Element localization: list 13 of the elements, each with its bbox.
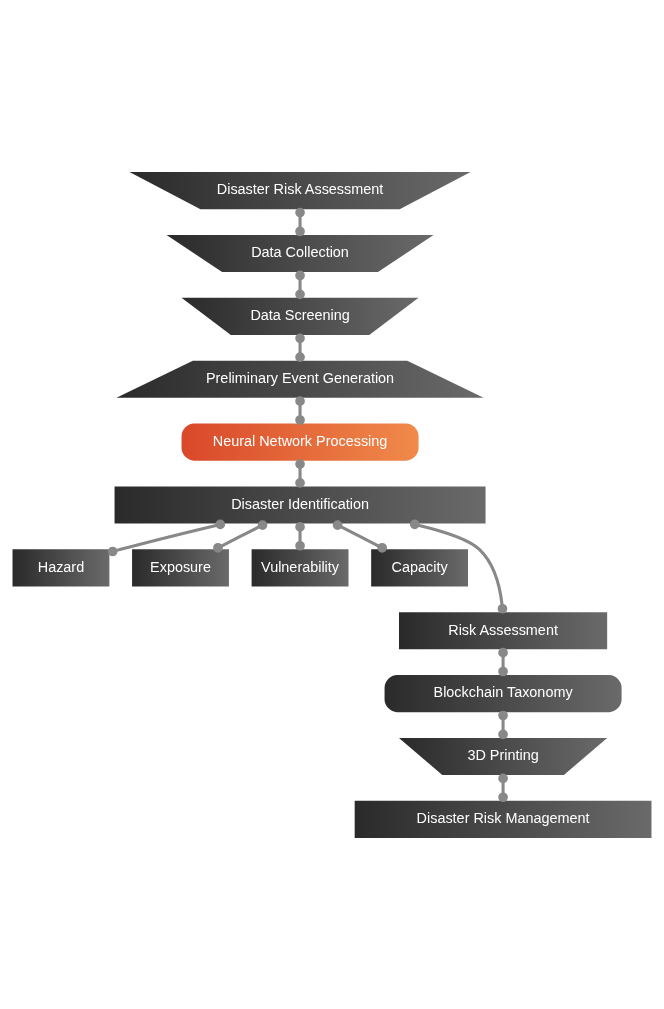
node-box: Hazard — [12, 548, 110, 586]
connector — [107, 519, 226, 556]
node-box: Disaster Risk Management — [354, 800, 652, 838]
connector — [332, 519, 387, 553]
node-box: Vulnerability — [251, 548, 349, 586]
connector — [409, 519, 508, 614]
node-box: Exposure — [132, 548, 229, 586]
node-box: Capacity — [371, 548, 469, 586]
node-box: Blockchain Taxonomy — [384, 674, 622, 712]
node-box: Neural Network Processing — [181, 423, 419, 461]
node-box: Risk Assessment — [399, 611, 608, 649]
connector — [213, 519, 268, 553]
node-box: Disaster Identification — [114, 485, 486, 524]
